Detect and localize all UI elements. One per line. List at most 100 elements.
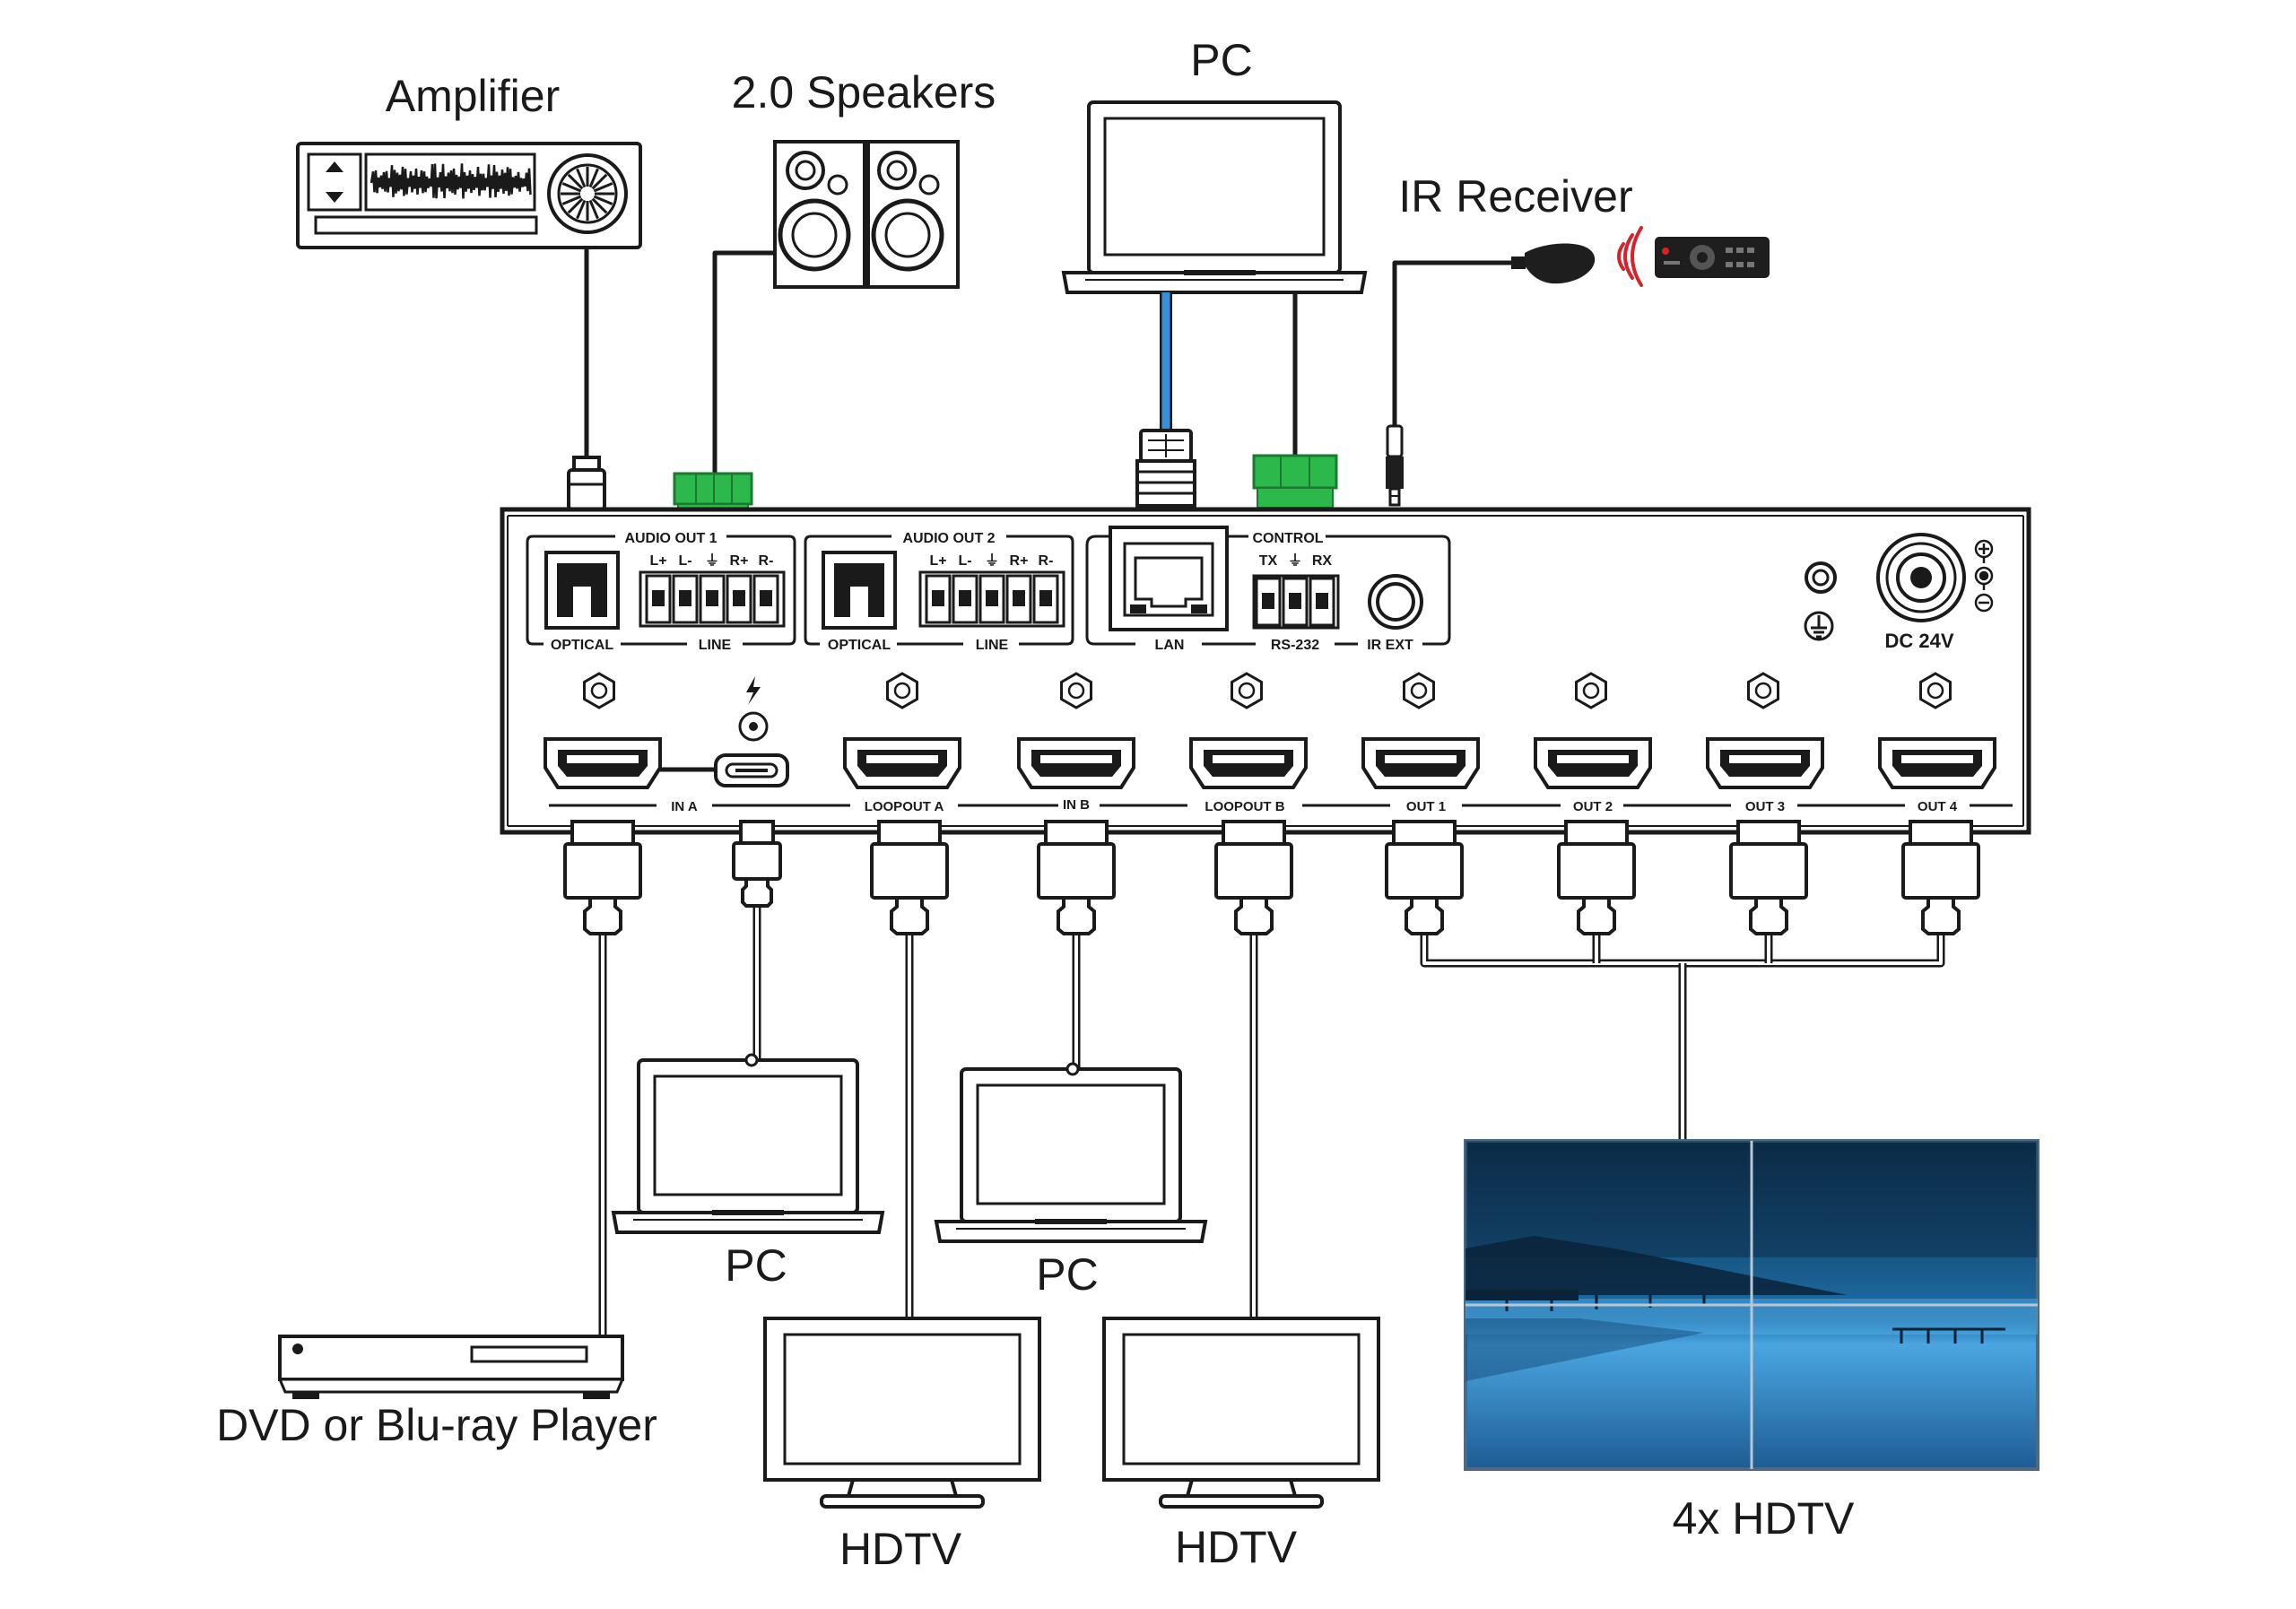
optical-port-2[interactable] xyxy=(822,551,897,630)
ir-receiver-label: IR Receiver xyxy=(1398,171,1632,222)
terminal-pin-label: R- xyxy=(759,553,774,569)
hdmi-plug-out-2 xyxy=(1557,820,1636,935)
ir-ext-label: IR EXT xyxy=(1367,638,1413,653)
loopout-b-label: LOOPOUT B xyxy=(1205,799,1284,814)
hdmi-port-out-2[interactable] xyxy=(1534,737,1652,789)
lan-plug xyxy=(1135,429,1196,518)
lightning-icon xyxy=(746,676,761,705)
terminal-pin-label: TX xyxy=(1259,553,1278,569)
terminal-pin-label: ⏚ xyxy=(705,552,719,569)
dc-power-jack[interactable] xyxy=(1876,533,1966,622)
hdmi-plug-out-1 xyxy=(1385,820,1464,935)
pc-top-label: PC xyxy=(1190,35,1252,85)
line-label-1: LINE xyxy=(699,638,732,653)
audio-out-2-group: AUDIO OUT 2 OPTICAL L+ L- ⏚ R+ R- LINE xyxy=(804,531,1074,653)
terminal-pin-label: L- xyxy=(678,553,691,569)
terminal-pin-label: R+ xyxy=(1010,553,1029,569)
hex-screw xyxy=(1231,672,1263,709)
hdmi-plug-out-4 xyxy=(1901,820,1980,935)
hdmi-plug-in-b xyxy=(1037,820,1116,935)
pc-left-label: PC xyxy=(725,1240,787,1291)
out-4-label: OUT 4 xyxy=(1918,799,1958,814)
lan-port[interactable] xyxy=(1109,526,1229,631)
usb-c-port[interactable] xyxy=(714,753,789,787)
pc-right-label: PC xyxy=(1036,1249,1098,1300)
polarity-icon xyxy=(1974,539,1994,613)
loopout-a-label: LOOPOUT A xyxy=(865,799,944,814)
terminal-pin-label: ⏚ xyxy=(1288,552,1302,569)
hdmi-port-loopout-a[interactable] xyxy=(843,737,961,789)
ground-icon xyxy=(1804,611,1834,641)
hdmi-port-in-b[interactable] xyxy=(1017,737,1135,789)
hdmi-plug-in-a xyxy=(563,820,642,935)
pc-top-device xyxy=(1061,100,1368,294)
optical-label-1: OPTICAL xyxy=(551,638,613,653)
rs232-label: RS-232 xyxy=(1271,638,1319,653)
dvd-label: DVD or Blu-ray Player xyxy=(216,1400,657,1450)
ir-receiver-device xyxy=(1511,243,1596,284)
hdtv-left-device xyxy=(763,1317,1041,1509)
pc-right-device xyxy=(936,1062,1205,1241)
control-group: CONTROL LAN TX ⏚ RX RS-232 IR EXT xyxy=(1085,526,1451,653)
terminal-pin-label: R+ xyxy=(730,553,749,569)
hdmi-port-in-a[interactable] xyxy=(544,737,662,789)
speakers-label: 2.0 Speakers xyxy=(732,67,996,117)
top-cables xyxy=(584,248,1512,475)
hex-screw xyxy=(886,672,918,709)
ir-ext-port[interactable] xyxy=(1368,574,1423,630)
remote-control-icon xyxy=(1655,237,1770,278)
ground-terminal xyxy=(1805,561,1837,594)
ir-signal-icon xyxy=(1617,226,1643,287)
usb-c-plug xyxy=(732,820,782,908)
lan-label: LAN xyxy=(1155,638,1185,653)
terminal-pin-label: ⏚ xyxy=(985,552,999,569)
terminal-pin-label: R- xyxy=(1039,553,1054,569)
pc-left-device xyxy=(613,1053,883,1232)
bottom-cables xyxy=(598,904,1945,1336)
hdtv-left-label: HDTV xyxy=(839,1524,962,1574)
terminal-pin-label: L+ xyxy=(649,553,666,569)
hdtv-right-label: HDTV xyxy=(1175,1522,1298,1572)
hex-screw xyxy=(583,672,615,709)
hex-screw xyxy=(1060,672,1092,709)
video-wall xyxy=(1464,1139,2039,1471)
hdmi-port-loopout-b[interactable] xyxy=(1189,737,1308,789)
terminal-pin-label: RX xyxy=(1312,553,1333,569)
hex-screw xyxy=(1575,672,1607,709)
out-1-label: OUT 1 xyxy=(1406,799,1446,814)
out-2-label: OUT 2 xyxy=(1573,799,1613,814)
video-wall-label: 4x HDTV xyxy=(1673,1493,1855,1544)
audio-out-1-group: AUDIO OUT 1 OPTICAL L+ L- ⏚ R+ R- LINE xyxy=(526,531,796,653)
in-a-label: IN A xyxy=(671,799,698,814)
amplifier-device xyxy=(296,142,642,249)
hex-screw xyxy=(1403,672,1435,709)
hdmi-plug-loopout-b xyxy=(1214,820,1293,935)
terminal-pin-label: L- xyxy=(958,553,971,569)
audio-out-1-label: AUDIO OUT 1 xyxy=(624,531,717,546)
ir-jack-plug xyxy=(1386,424,1404,507)
usb-icon xyxy=(738,711,769,742)
optical-label-2: OPTICAL xyxy=(828,638,891,653)
hdmi-plug-loopout-a xyxy=(870,820,949,935)
audio-out-2-label: AUDIO OUT 2 xyxy=(902,531,995,546)
amplifier-waveform xyxy=(370,163,532,199)
out-3-label: OUT 3 xyxy=(1745,799,1785,814)
line-label-2: LINE xyxy=(976,638,1009,653)
hdmi-plug-out-3 xyxy=(1729,820,1808,935)
amplifier-label: Amplifier xyxy=(386,71,560,121)
speakers-device xyxy=(773,140,960,289)
dvd-player-device xyxy=(277,1335,625,1399)
control-label: CONTROL xyxy=(1252,531,1323,546)
terminal-pin-label: L+ xyxy=(929,553,946,569)
optical-port-1[interactable] xyxy=(544,551,620,630)
dc-label: DC 24V xyxy=(1884,630,1953,652)
in-b-label: IN B xyxy=(1063,797,1090,813)
hdmi-port-out-3[interactable] xyxy=(1706,737,1824,789)
hex-screw xyxy=(1919,672,1952,709)
hdmi-port-out-1[interactable] xyxy=(1361,737,1480,789)
hex-screw xyxy=(1747,672,1779,709)
hdmi-port-out-4[interactable] xyxy=(1878,737,1996,789)
hdtv-right-device xyxy=(1102,1317,1380,1509)
